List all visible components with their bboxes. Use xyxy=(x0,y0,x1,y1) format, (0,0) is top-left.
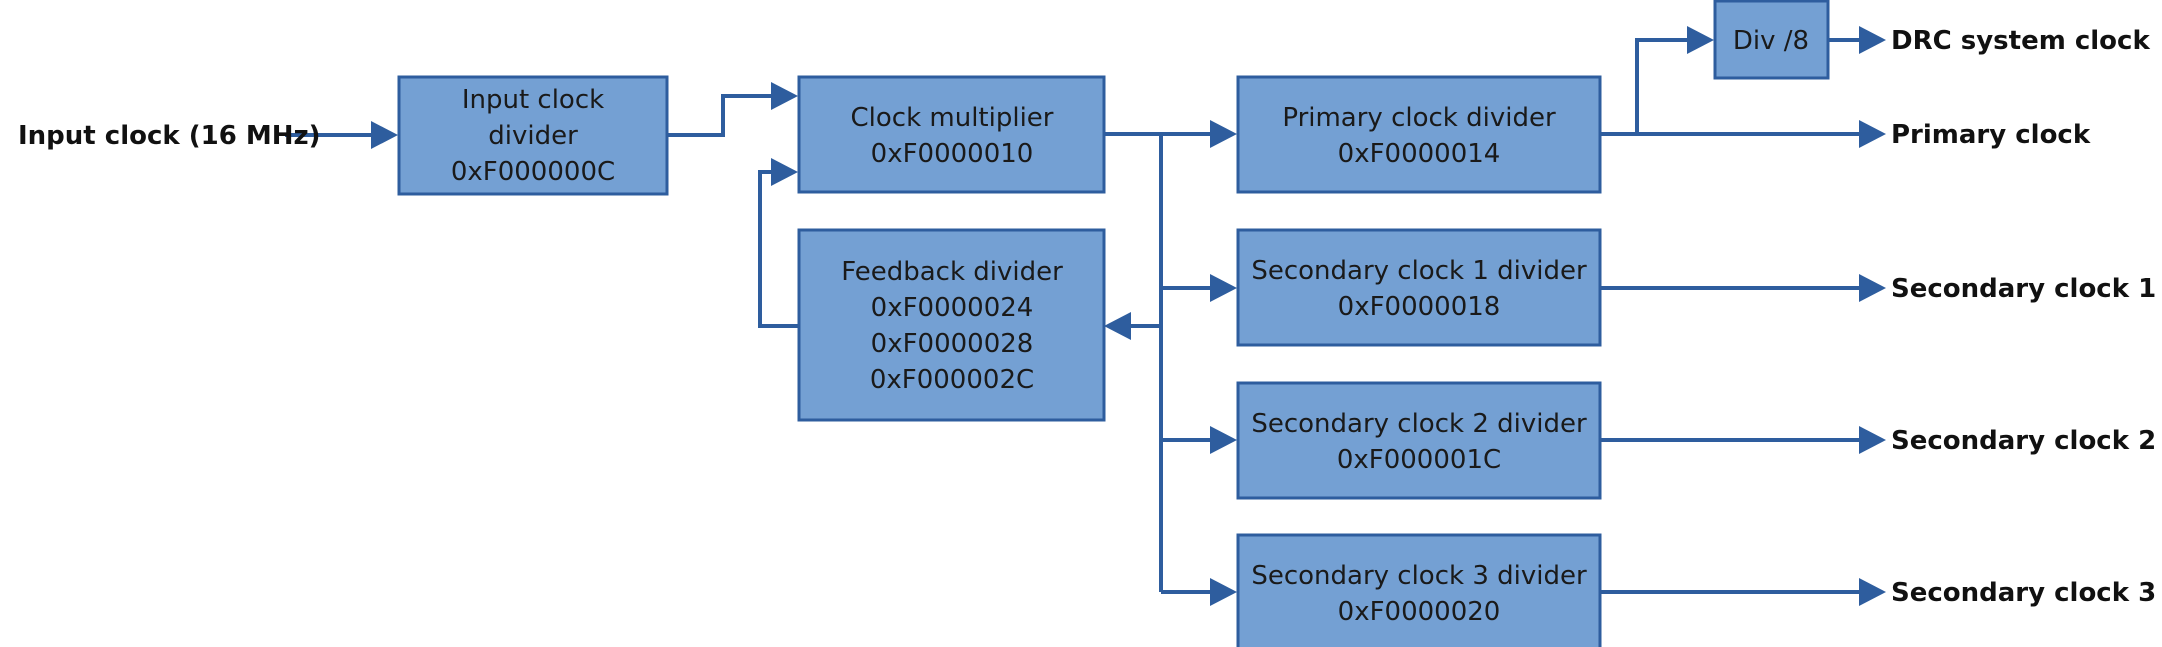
feedback-divider-title: Feedback divider xyxy=(841,257,1063,287)
secondary1-divider-title: Secondary clock 1 divider xyxy=(1251,256,1587,286)
clock-multiplier-block xyxy=(797,75,1106,194)
arrowhead xyxy=(1859,426,1886,454)
primary-clock-label: Primary clock xyxy=(1891,120,2091,150)
input-divider-block xyxy=(397,75,669,196)
arrowhead xyxy=(1210,274,1237,302)
primary-divider-block xyxy=(1236,75,1602,194)
secondary2-divider-address: 0xF000001C xyxy=(1337,445,1501,475)
clock-multiplier-title: Clock multiplier xyxy=(851,103,1054,133)
arrowhead xyxy=(1859,120,1886,148)
arrowhead xyxy=(1859,578,1886,606)
arrowhead xyxy=(1210,578,1237,606)
feedback-divider-address-3: 0xF000002C xyxy=(870,365,1034,395)
wire-divider-to-multiplier xyxy=(668,94,774,137)
secondary-clock-2-label: Secondary clock 2 xyxy=(1891,426,2156,456)
secondary2-divider-title: Secondary clock 2 divider xyxy=(1251,409,1587,439)
div8-block xyxy=(1713,0,1830,80)
input-divider-line1: Input clock xyxy=(462,85,604,115)
secondary1-divider-address: 0xF0000018 xyxy=(1338,292,1501,322)
arrowhead xyxy=(1104,312,1131,340)
secondary3-divider-address: 0xF0000020 xyxy=(1338,597,1501,627)
arrowhead xyxy=(771,82,798,110)
feedback-divider-block xyxy=(797,228,1106,422)
input-divider-line2: divider xyxy=(488,121,578,151)
secondary3-divider-block xyxy=(1236,533,1602,647)
arrowhead xyxy=(1859,26,1886,54)
secondary-clock-1-label: Secondary clock 1 xyxy=(1891,274,2156,304)
wire-feedback-to-multiplier xyxy=(758,170,798,328)
clock-multiplier-address: 0xF0000010 xyxy=(871,139,1034,169)
arrowhead xyxy=(1210,120,1237,148)
input-divider-address: 0xF000000C xyxy=(451,157,615,187)
primary-divider-address: 0xF0000014 xyxy=(1338,139,1501,169)
arrowhead xyxy=(1859,274,1886,302)
secondary-clock-3-label: Secondary clock 3 xyxy=(1891,578,2156,608)
drc-system-clock-label: DRC system clock xyxy=(1891,26,2150,56)
primary-divider-title: Primary clock divider xyxy=(1282,103,1556,133)
secondary1-divider-block xyxy=(1236,228,1602,347)
secondary3-divider-title: Secondary clock 3 divider xyxy=(1251,561,1587,591)
feedback-divider-address-1: 0xF0000024 xyxy=(871,293,1034,323)
secondary2-divider-block xyxy=(1236,381,1602,500)
arrowhead xyxy=(771,158,798,186)
input-clock-label: Input clock (16 MHz) xyxy=(18,121,321,151)
div8-title: Div /8 xyxy=(1733,26,1809,56)
arrowhead xyxy=(1687,26,1714,54)
arrowhead xyxy=(1210,426,1237,454)
arrowhead xyxy=(371,121,398,149)
wire-primary-to-div8 xyxy=(1635,38,1688,134)
feedback-divider-address-2: 0xF0000028 xyxy=(871,329,1034,359)
